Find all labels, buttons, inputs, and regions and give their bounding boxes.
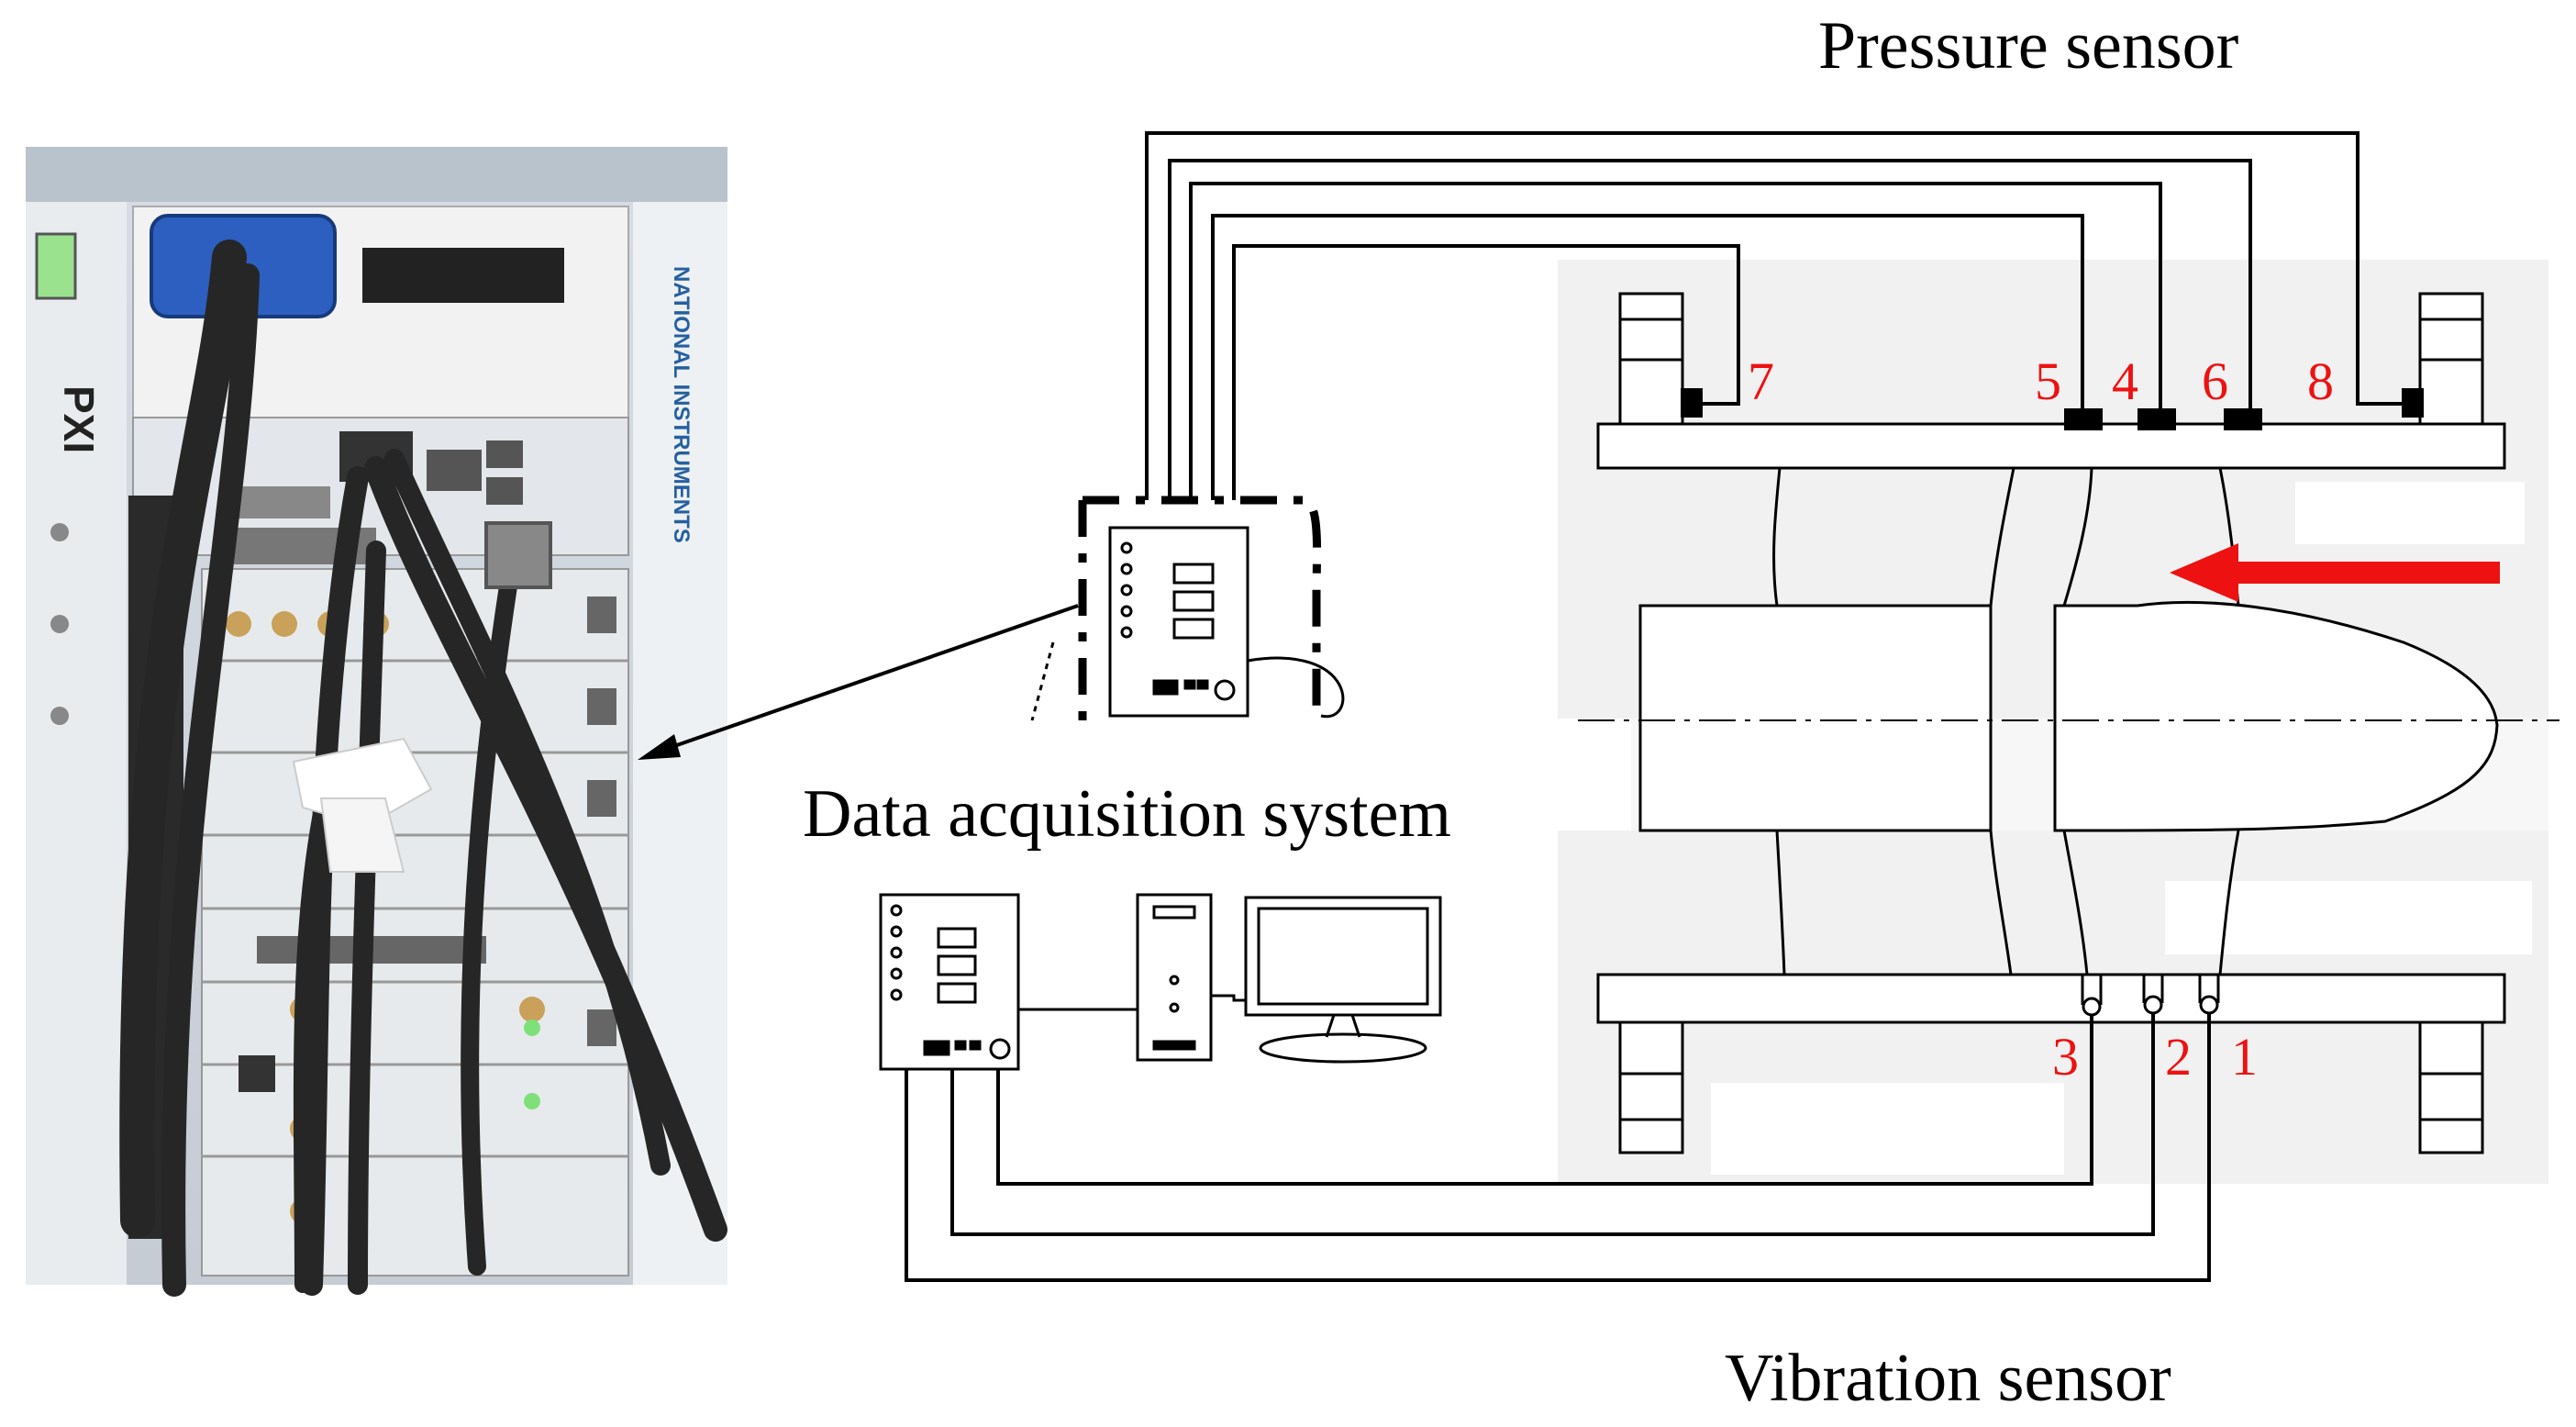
pointer-arrow xyxy=(638,604,1079,760)
ni-brand: NATIONAL INSTRUMENTS xyxy=(669,266,694,543)
pressure-sensor-number-8: 8 xyxy=(2307,351,2334,411)
hub-left xyxy=(1638,604,1993,832)
pressure-sensor-number-5: 5 xyxy=(2035,351,2061,411)
pxi-label: PXI xyxy=(55,385,103,453)
blank-box-3 xyxy=(1711,1083,2064,1175)
vibration-sensor-number-1: 1 xyxy=(2231,1027,2258,1087)
casing-top xyxy=(1596,422,2506,470)
flange-bottom-right xyxy=(2418,1020,2484,1154)
daq-device-icon xyxy=(1078,496,1345,720)
computer-tower-icon xyxy=(1136,893,1213,1062)
vibration-sensor-number-2: 2 xyxy=(2165,1027,2192,1087)
monitor-icon xyxy=(1244,896,1442,1064)
blank-box-1 xyxy=(2295,482,2525,544)
flow-direction-arrow xyxy=(2170,543,2500,602)
pxi-chassis-photo: PXI NATIONAL INSTRUMENTS xyxy=(26,147,727,1297)
hub-right xyxy=(2053,600,2499,832)
daq-device-bottom-icon xyxy=(879,893,1020,1071)
pressure-sensor-wires xyxy=(1145,131,2402,500)
chassis-left-panel xyxy=(26,202,127,1285)
vibration-sensor-wires xyxy=(905,1013,2211,1282)
pressure-sensor-label: Pressure sensor xyxy=(1818,8,2239,84)
ethernet-port xyxy=(427,450,482,491)
pressure-sensor-number-7: 7 xyxy=(1748,351,1774,411)
vibration-sensor-number-3: 3 xyxy=(2052,1027,2079,1087)
vibration-sensor-label: Vibration sensor xyxy=(1725,1341,2171,1416)
pressure-sensor-number-6: 6 xyxy=(2202,351,2228,411)
pressure-sensor-marks xyxy=(1681,388,2424,430)
casing-bottom xyxy=(1596,973,2506,1024)
vibration-sensor-marks xyxy=(2081,975,2220,1017)
blank-box-2 xyxy=(2165,881,2532,954)
power-led xyxy=(35,232,77,300)
pump-cross-section xyxy=(1558,260,2559,1184)
slot-connector xyxy=(362,248,564,303)
pressure-sensor-number-4: 4 xyxy=(2112,351,2138,411)
flange-bottom-left xyxy=(1618,1020,1684,1154)
data-acquisition-label: Data acquisition system xyxy=(803,776,1451,852)
